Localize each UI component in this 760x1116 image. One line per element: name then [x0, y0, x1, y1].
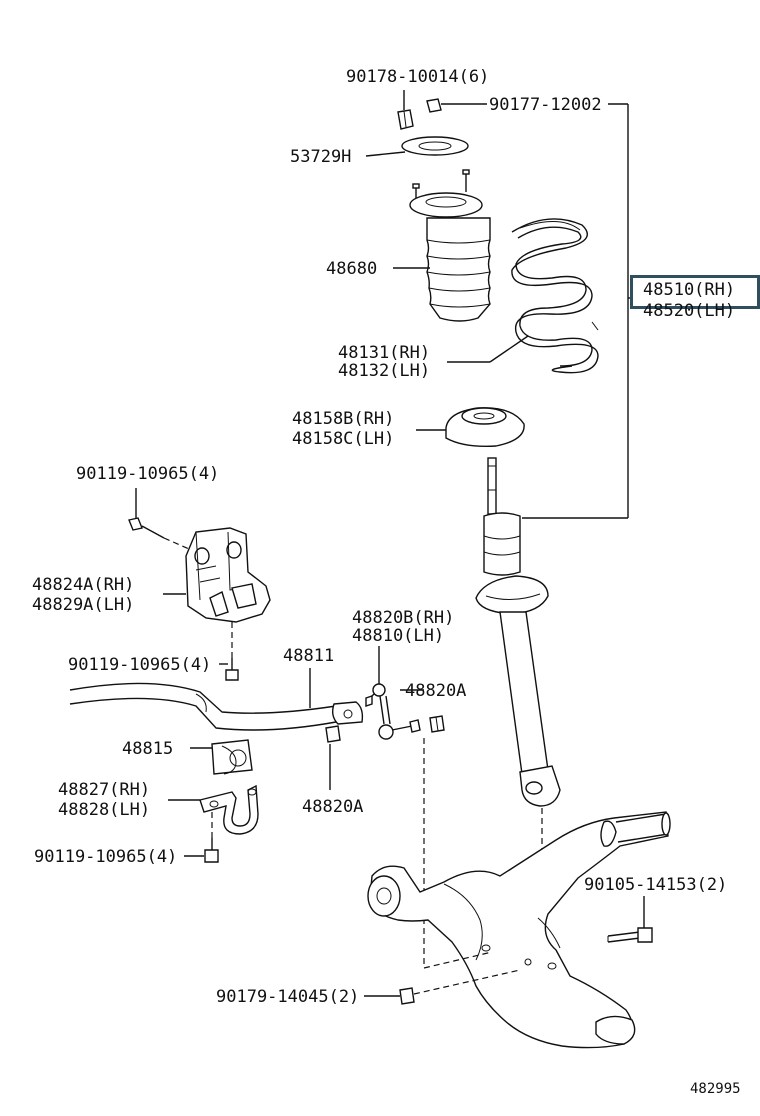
- label-48815: 48815: [122, 739, 174, 759]
- label-48824a: 48824A(RH): [32, 575, 135, 595]
- coil-spring-icon: [511, 218, 599, 374]
- stabilizer-link-icon: [365, 683, 421, 740]
- label-48810: 48810(LH): [352, 626, 445, 646]
- label-90179: 90179-14045(2): [216, 987, 360, 1007]
- label-90177: 90177-12002: [489, 95, 602, 115]
- bracket-48827-icon: [199, 784, 259, 835]
- label-48827: 48827(RH): [58, 780, 151, 800]
- nut-90177-icon: [426, 98, 442, 113]
- label-48828: 48828(LH): [58, 800, 151, 820]
- dashed-bolt-upper: [163, 537, 197, 553]
- bolt-90119-upper-icon: [128, 517, 165, 539]
- boot-48680-icon: [409, 169, 491, 322]
- label-48680: 48680: [326, 259, 378, 279]
- highlight-box: [630, 275, 760, 309]
- label-48131: 48131(RH): [338, 343, 431, 363]
- label-90178: 90178-10014(6): [346, 67, 490, 87]
- bolt-90119-lower-icon: [204, 838, 219, 863]
- label-48820b: 48820B(RH): [352, 608, 455, 628]
- leader-53729h: [365, 151, 406, 157]
- nut-90179-icon: [399, 987, 415, 1005]
- label-53729h: 53729H: [290, 147, 352, 167]
- label-90119-middle: 90119-10965(4): [68, 655, 212, 675]
- label-48510: 48510(RH): [643, 280, 736, 300]
- nut-48820a-bottom-icon: [325, 725, 341, 743]
- label-90105: 90105-14153(2): [584, 875, 728, 895]
- leader-48131-d: [489, 335, 529, 363]
- label-48520: 48520(LH): [643, 301, 736, 321]
- dashed-link-bolt: [423, 951, 493, 969]
- label-48820a-bottom: 48820A: [302, 797, 364, 817]
- label-48811: 48811: [283, 646, 335, 666]
- label-48829a: 48829A(LH): [32, 595, 135, 615]
- label-90119-lower: 90119-10965(4): [34, 847, 178, 867]
- dashed-nut-to-arm: [413, 969, 521, 995]
- diagram-id: 482995: [690, 1081, 741, 1097]
- label-48820a-top: 48820A: [405, 681, 467, 701]
- stabilizer-bar-icon: [69, 682, 364, 731]
- washer-53729h-icon: [401, 136, 469, 156]
- label-48158c: 48158C(LH): [292, 429, 395, 449]
- nut-90178-icon: [397, 109, 414, 130]
- nut-48820a-top-icon: [429, 715, 445, 733]
- spring-seat-icon: [445, 407, 525, 448]
- bracket-48824a-icon: [185, 527, 271, 623]
- bolt-90119-middle-icon: [225, 658, 239, 681]
- label-48132: 48132(LH): [338, 361, 431, 381]
- label-48158b: 48158B(RH): [292, 409, 395, 429]
- label-90119-upper: 90119-10965(4): [76, 464, 220, 484]
- bolt-90105-icon: [607, 927, 653, 943]
- shock-absorber-icon: [475, 457, 561, 807]
- lower-control-arm-icon: [367, 811, 671, 1049]
- bushing-48815-icon: [211, 739, 253, 775]
